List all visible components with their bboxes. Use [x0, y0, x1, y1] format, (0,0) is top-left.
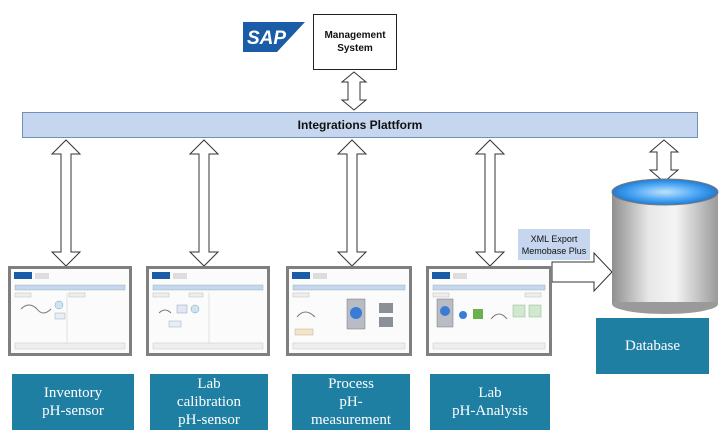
mgmt-double-arrow — [340, 71, 368, 111]
xml-export-line1: XML Export — [530, 233, 578, 244]
station-label-line: pH- — [339, 394, 363, 410]
screen-thumbnail-lab-calibration — [146, 266, 270, 356]
station-label-line: Inventory — [43, 385, 103, 401]
screen-content-inventory — [14, 272, 126, 350]
integration-platform-label: Integrations Plattform — [297, 118, 423, 132]
integration-platform-bar: Integrations Plattform — [22, 112, 698, 138]
station-label-line: measurement — [311, 412, 391, 428]
xml-export-line2: Memobase Plus — [521, 245, 587, 256]
station-label-line: pH-sensor — [178, 412, 240, 428]
export-arrow — [551, 251, 613, 293]
database-icon — [611, 178, 719, 314]
station-label-line: pH-Analysis — [452, 403, 528, 419]
screen-content-process — [292, 272, 406, 350]
station-label-line: Lab — [197, 376, 221, 392]
station-arrow-4 — [474, 139, 506, 267]
station-arrow-3 — [336, 139, 368, 267]
station-arrow-2 — [188, 139, 220, 267]
database-double-arrow — [648, 139, 680, 183]
station-label-process: Process pH- measurement — [292, 374, 410, 430]
sap-logo-text: SAP — [247, 28, 286, 49]
station-label-lab-calibration: Lab calibration pH-sensor — [150, 374, 268, 430]
xml-export-box: XML Export Memobase Plus — [518, 229, 590, 260]
station-label-line: pH-sensor — [42, 403, 104, 419]
sap-logo: SAP — [243, 22, 305, 52]
station-label-line: calibration — [176, 394, 242, 410]
database-label-text: Database — [625, 338, 680, 354]
station-label-line: Process — [328, 376, 374, 392]
station-arrow-1 — [50, 139, 82, 267]
screen-content-lab-analysis — [432, 272, 546, 350]
screen-thumbnail-lab-analysis — [426, 266, 552, 356]
screen-thumbnail-inventory — [8, 266, 132, 356]
database-label: Database — [596, 318, 709, 374]
management-system-box: Management System — [313, 14, 397, 70]
screen-thumbnail-process — [286, 266, 412, 356]
screen-content-lab-calibration — [152, 272, 264, 350]
station-label-inventory: Inventory pH-sensor — [12, 374, 134, 430]
station-label-line: Lab — [478, 385, 502, 401]
station-label-lab-analysis: Lab pH-Analysis — [430, 374, 550, 430]
